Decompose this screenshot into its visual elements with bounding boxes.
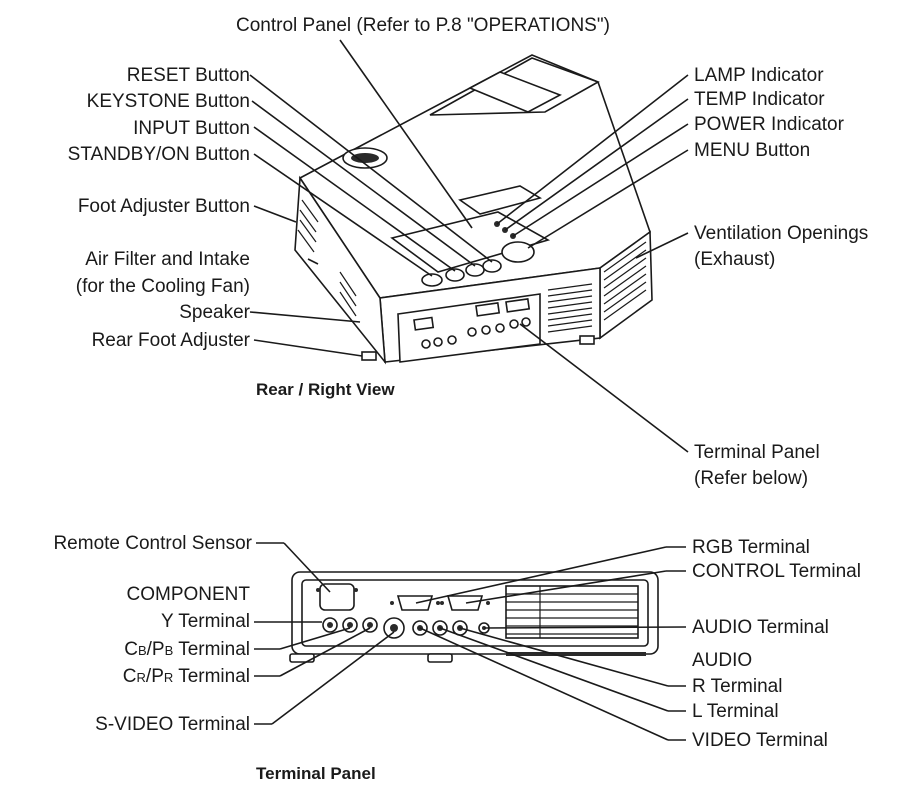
video-terminal-label: VIDEO Terminal (692, 730, 828, 751)
control-terminal-label: CONTROL Terminal (692, 561, 861, 582)
rgb-terminal-shape (396, 595, 434, 611)
terminal-panel-illustration (289, 571, 659, 663)
cb-pb-terminal-label: CB/PB Terminal (124, 639, 250, 660)
ventilation-label-line2: (Exhaust) (694, 249, 775, 270)
r-terminal-label: R Terminal (692, 676, 782, 697)
keystone-button-shape (465, 263, 485, 277)
control-terminal-shape (446, 595, 484, 611)
y-terminal-label: Y Terminal (161, 611, 250, 632)
speaker-label: Speaker (179, 302, 250, 323)
projector-illustration (294, 54, 653, 365)
air-filter-label-line1: Air Filter and Intake (85, 249, 250, 270)
standby-on-button-shape (421, 273, 443, 287)
l-terminal-label: L Terminal (692, 701, 779, 722)
reset-button-shape (482, 259, 502, 273)
bottom-leader-lines (254, 542, 687, 741)
audio-terminal-label: AUDIO Terminal (692, 617, 829, 638)
lamp-indicator-label: LAMP Indicator (694, 65, 824, 86)
control-panel-label: Control Panel (Refer to P.8 "OPERATIONS"… (236, 15, 610, 36)
power-indicator-label: POWER Indicator (694, 114, 845, 135)
rgb-terminal-label: RGB Terminal (692, 537, 810, 558)
component-label: COMPONENT (127, 584, 251, 605)
cr-pr-terminal-label: CR/PR Terminal (123, 666, 250, 687)
reset-button-label: RESET Button (127, 65, 250, 86)
remote-control-sensor-label: Remote Control Sensor (53, 533, 252, 554)
rear-foot-adjuster-label: Rear Foot Adjuster (92, 330, 251, 351)
terminal-panel-label-line1: Terminal Panel (694, 442, 820, 463)
s-video-terminal-label: S-VIDEO Terminal (95, 714, 250, 735)
input-button-label: INPUT Button (133, 118, 250, 139)
air-filter-label-line2: (for the Cooling Fan) (76, 276, 250, 297)
keystone-button-label: KEYSTONE Button (87, 91, 250, 112)
standby-on-button-label: STANDBY/ON Button (68, 144, 250, 165)
ventilation-label-line1: Ventilation Openings (694, 223, 868, 244)
rear-right-view-caption: Rear / Right View (256, 380, 395, 399)
audio-label: AUDIO (692, 650, 752, 671)
temp-indicator-label: TEMP Indicator (694, 89, 825, 110)
menu-button-label: MENU Button (694, 140, 810, 161)
foot-adjuster-button-label: Foot Adjuster Button (78, 196, 250, 217)
terminal-panel-caption: Terminal Panel (256, 764, 376, 783)
menu-button-shape (501, 241, 535, 263)
input-button-shape (445, 268, 465, 282)
terminal-panel-label-line2: (Refer below) (694, 468, 808, 489)
top-leader-lines (249, 39, 689, 453)
